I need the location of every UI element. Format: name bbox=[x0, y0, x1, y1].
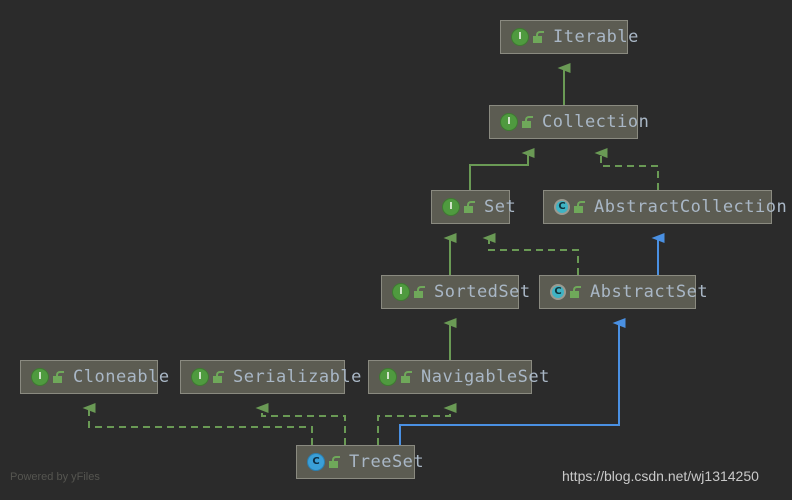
node-cloneable-icons: I bbox=[31, 368, 64, 386]
node-cloneable[interactable]: I Cloneable bbox=[20, 360, 169, 394]
abstract-class-icon: C bbox=[554, 199, 570, 215]
node-abstractset-icons: C bbox=[550, 284, 581, 300]
node-set-label: Set bbox=[484, 197, 517, 217]
interface-icon: I bbox=[191, 368, 209, 386]
node-set-icons: I bbox=[442, 198, 475, 216]
node-iterable[interactable]: I Iterable bbox=[500, 20, 638, 54]
node-set[interactable]: I Set bbox=[431, 190, 516, 224]
powered-by-label: Powered by yFiles bbox=[10, 471, 100, 483]
node-collection-label: Collection bbox=[542, 112, 650, 132]
node-abstractset-label: AbstractSet bbox=[590, 282, 709, 302]
edge-abstractcollection-implements-collection bbox=[594, 148, 659, 190]
lock-icon bbox=[464, 201, 475, 213]
node-treeset[interactable]: C TreeSet bbox=[296, 445, 424, 479]
lock-icon bbox=[213, 371, 224, 383]
interface-icon: I bbox=[392, 283, 410, 301]
edge-set-extends-collection bbox=[469, 148, 535, 190]
node-cloneable-label: Cloneable bbox=[73, 367, 170, 387]
node-serializable-icons: I bbox=[191, 368, 224, 386]
node-serializable-label: Serializable bbox=[233, 367, 362, 387]
edge-treeset-implements-serializable bbox=[255, 403, 346, 445]
node-navigableset-icons: I bbox=[379, 368, 412, 386]
class-icon: C bbox=[307, 453, 325, 471]
node-iterable-icons: I bbox=[511, 28, 544, 46]
edge-treeset-implements-cloneable bbox=[82, 403, 313, 445]
node-abstractset[interactable]: C AbstractSet bbox=[539, 275, 708, 309]
lock-icon bbox=[522, 116, 533, 128]
lock-icon bbox=[414, 286, 425, 298]
interface-icon: I bbox=[442, 198, 460, 216]
interface-icon: I bbox=[500, 113, 518, 131]
node-treeset-label: TreeSet bbox=[349, 452, 425, 472]
interface-icon: I bbox=[31, 368, 49, 386]
node-sortedset[interactable]: I SortedSet bbox=[381, 275, 530, 309]
node-abstractcollection-icons: C bbox=[554, 199, 585, 215]
lock-icon bbox=[574, 201, 585, 213]
edge-abstractset-implements-set bbox=[482, 233, 579, 275]
lock-icon bbox=[329, 456, 340, 468]
csdn-watermark: https://blog.csdn.net/wj1314250 bbox=[562, 468, 759, 484]
node-iterable-label: Iterable bbox=[553, 27, 639, 47]
node-collection[interactable]: I Collection bbox=[489, 105, 649, 139]
node-collection-icons: I bbox=[500, 113, 533, 131]
lock-icon bbox=[401, 371, 412, 383]
lock-icon bbox=[53, 371, 64, 383]
node-navigableset[interactable]: I NavigableSet bbox=[368, 360, 549, 394]
interface-icon: I bbox=[379, 368, 397, 386]
node-treeset-icons: C bbox=[307, 453, 340, 471]
node-sortedset-icons: I bbox=[392, 283, 425, 301]
lock-icon bbox=[533, 31, 544, 43]
node-abstractcollection[interactable]: C AbstractCollection bbox=[543, 190, 787, 224]
node-navigableset-label: NavigableSet bbox=[421, 367, 550, 387]
node-sortedset-label: SortedSet bbox=[434, 282, 531, 302]
lock-icon bbox=[570, 286, 581, 298]
abstract-class-icon: C bbox=[550, 284, 566, 300]
interface-icon: I bbox=[511, 28, 529, 46]
node-serializable[interactable]: I Serializable bbox=[180, 360, 361, 394]
edge-treeset-implements-navigableset bbox=[377, 403, 457, 445]
node-abstractcollection-label: AbstractCollection bbox=[594, 197, 788, 217]
